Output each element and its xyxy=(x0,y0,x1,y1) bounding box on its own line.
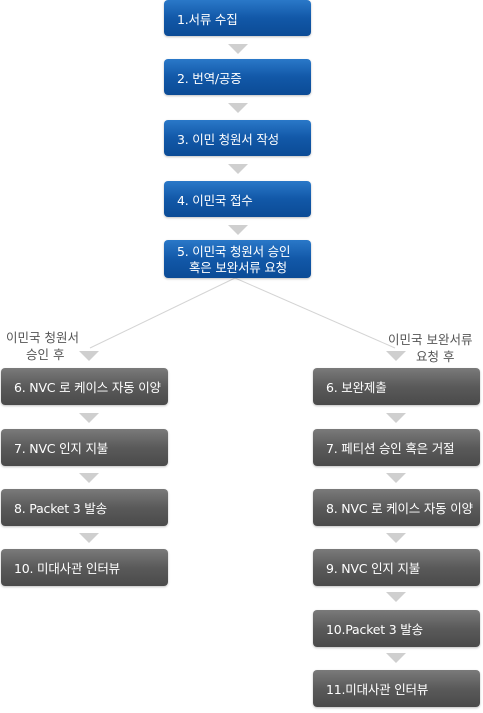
arrow-down-icon xyxy=(228,164,248,174)
arrow-down-icon xyxy=(228,44,248,54)
main-step-3: 3. 이민 청원서 작성 xyxy=(164,120,311,156)
arrow-down-icon xyxy=(228,225,248,235)
right-step-9-label: 9. NVC 인지 지불 xyxy=(326,561,421,576)
right-step-8: 8. NVC 로 케이스 자동 이양 xyxy=(313,489,480,526)
arrow-down-icon xyxy=(386,473,406,483)
right-step-11: 11.미대사관 인터뷰 xyxy=(313,670,480,707)
arrow-down-icon xyxy=(79,533,99,543)
left-step-8-label: 8. Packet 3 발송 xyxy=(14,501,107,516)
right-step-10-label: 10.Packet 3 발송 xyxy=(326,622,423,637)
right-condition-line1: 이민국 보완서류 xyxy=(388,332,473,347)
right-step-6: 6. 보완제출 xyxy=(313,368,480,405)
main-step-3-label: 3. 이민 청원서 작성 xyxy=(177,131,279,147)
left-step-6-label: 6. NVC 로 케이스 자동 이양 xyxy=(14,380,161,395)
right-step-7-label: 7. 페티션 승인 혹은 거절 xyxy=(326,441,455,456)
main-step-1-label: 1.서류 수집 xyxy=(177,11,238,27)
arrow-down-icon xyxy=(228,103,248,113)
main-step-5-label-line1: 5. 이민국 청원서 승인 xyxy=(177,244,291,259)
arrow-down-icon xyxy=(79,351,99,361)
main-step-4-label: 4. 이민국 접수 xyxy=(177,192,253,208)
right-step-7: 7. 페티션 승인 혹은 거절 xyxy=(313,429,480,466)
main-step-5-label-line2: 혹은 보완서류 요청 xyxy=(189,260,287,275)
left-step-6: 6. NVC 로 케이스 자동 이양 xyxy=(1,368,168,405)
main-step-4: 4. 이민국 접수 xyxy=(164,181,311,217)
arrow-down-icon xyxy=(79,473,99,483)
main-step-2: 2. 번역/공증 xyxy=(164,59,311,95)
left-condition-line1: 이민국 청원서 xyxy=(6,330,79,345)
left-condition-line2: 승인 후 xyxy=(26,347,65,362)
right-step-10: 10.Packet 3 발송 xyxy=(313,610,480,647)
arrow-down-icon xyxy=(386,653,406,663)
connector-left xyxy=(89,277,236,349)
left-step-7: 7. NVC 인지 지불 xyxy=(1,429,168,466)
right-step-9: 9. NVC 인지 지불 xyxy=(313,549,480,586)
left-step-10: 10. 미대사관 인터뷰 xyxy=(1,549,168,586)
right-step-6-label: 6. 보완제출 xyxy=(326,380,387,395)
arrow-down-icon xyxy=(386,351,406,361)
arrow-down-icon xyxy=(386,413,406,423)
right-condition-line2: 요청 후 xyxy=(416,349,455,364)
right-step-8-label: 8. NVC 로 케이스 자동 이양 xyxy=(326,501,473,516)
right-step-11-label: 11.미대사관 인터뷰 xyxy=(326,682,429,697)
arrow-down-icon xyxy=(386,533,406,543)
arrow-down-icon xyxy=(386,592,406,602)
connector-right xyxy=(234,277,396,349)
main-step-1: 1.서류 수집 xyxy=(164,0,311,36)
left-step-7-label: 7. NVC 인지 지불 xyxy=(14,441,109,456)
main-step-5: 5. 이민국 청원서 승인 혹은 보완서류 요청 xyxy=(164,240,311,278)
main-step-2-label: 2. 번역/공증 xyxy=(177,70,242,86)
left-branch-condition: 이민국 청원서 승인 후 xyxy=(6,329,79,363)
left-step-10-label: 10. 미대사관 인터뷰 xyxy=(14,561,120,576)
right-branch-condition: 이민국 보완서류 요청 후 xyxy=(388,331,472,365)
arrow-down-icon xyxy=(79,413,99,423)
left-step-8: 8. Packet 3 발송 xyxy=(1,489,168,526)
